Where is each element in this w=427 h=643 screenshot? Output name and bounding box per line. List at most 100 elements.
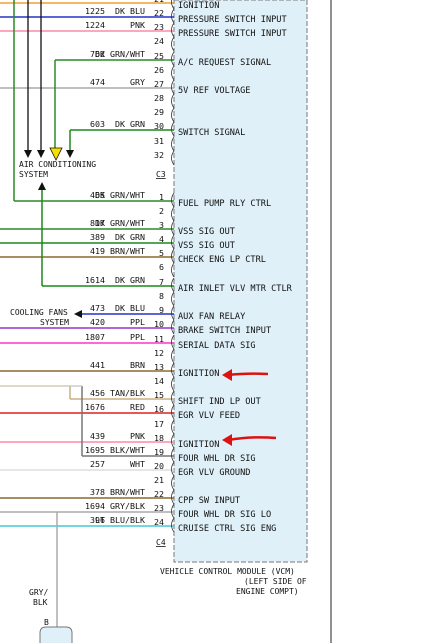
circuit-number: 389 <box>90 232 105 242</box>
ground-connector-body <box>39 626 73 643</box>
pin-label: EGR VLV GROUND <box>178 468 250 478</box>
wire-color: DK GRN <box>115 232 145 242</box>
circuit-number: 465 <box>90 190 105 200</box>
circuit-number: 396 <box>90 515 105 525</box>
pin-label: PRESSURE SWITCH INPUT <box>178 15 287 25</box>
circuit-number: 1695 <box>85 445 105 455</box>
wire-color: BLK/WHT <box>110 445 145 455</box>
circuit-number: 1676 <box>85 402 105 412</box>
wire-color: TAN/BLK <box>110 388 145 398</box>
pin-bracket <box>171 65 175 81</box>
pin-bracket <box>171 192 175 208</box>
wire-color: GRY <box>130 77 145 87</box>
annotation-arrowhead-2 <box>222 434 232 446</box>
circuit-number: 1224 <box>85 20 105 30</box>
pin-bracket <box>171 291 175 307</box>
cooling-fans-label-line1: COOLING FANS <box>10 308 68 317</box>
circuit-number: 441 <box>90 360 105 370</box>
pin-bracket <box>171 121 175 137</box>
pin-label: AIR INLET VLV MTR CTLR <box>178 284 293 294</box>
pin-bracket <box>171 305 175 321</box>
pin-label: VSS SIG OUT <box>178 227 235 237</box>
wire-color: DK BLU <box>115 6 145 16</box>
pin-number: 2 <box>159 206 164 216</box>
pin-bracket <box>171 334 175 350</box>
pin-number: 6 <box>159 262 164 272</box>
circuit-number: 420 <box>90 317 105 327</box>
pin-bracket <box>171 136 175 152</box>
pin-bracket <box>171 107 175 123</box>
annotation-arrow-ignition-1 <box>227 372 269 377</box>
pin-number: 31 <box>154 136 164 146</box>
pin-bracket <box>171 22 175 38</box>
circuit-number: 257 <box>90 459 105 469</box>
wire-color: RED <box>130 402 145 412</box>
circuit-number: 474 <box>90 77 105 87</box>
circuit-number: 603 <box>90 119 105 129</box>
vcm-module-box <box>173 0 308 563</box>
pin-bracket <box>171 447 175 463</box>
pin-bracket <box>171 248 175 264</box>
pin-label: EGR VLV FEED <box>178 411 240 421</box>
pin-number: 21 <box>154 475 164 485</box>
pin-number: 24 <box>154 36 164 46</box>
pin-number: 4 <box>159 234 164 244</box>
pin-number: 28 <box>154 93 164 103</box>
wires-layer <box>0 0 277 632</box>
pin-bracket <box>171 475 175 491</box>
pin-number: 29 <box>154 107 164 117</box>
cooling-fans-arrow <box>74 310 82 318</box>
pin-number: 7 <box>159 277 164 287</box>
pin-number: 27 <box>154 79 164 89</box>
pin-label: SWITCH SIGNAL <box>178 128 245 138</box>
circuit-number: 817 <box>90 218 105 228</box>
pin-label: CHECK ENG LP CTRL <box>178 255 266 265</box>
pin-label: VSS SIG OUT <box>178 241 235 251</box>
pin-bracket <box>171 51 175 67</box>
wire-color: PNK <box>130 20 145 30</box>
wire-color: BRN/WHT <box>110 487 145 497</box>
pin-number: 30 <box>154 121 164 131</box>
pin-bracket <box>171 8 175 24</box>
pin-label: CRUISE CTRL SIG ENG <box>178 524 276 534</box>
pin-label: BRAKE SWITCH INPUT <box>178 326 271 336</box>
wire-color: PPL <box>130 332 145 342</box>
vcm-caption-line1: VEHICLE CONTROL MODULE (VCM) <box>160 567 295 576</box>
circuit-number: 1807 <box>85 332 105 342</box>
pin-label: AUX FAN RELAY <box>178 312 246 322</box>
pin-number: 3 <box>159 220 164 230</box>
cooling-fans-label-line2: SYSTEM <box>40 318 69 327</box>
ac-arrow-highlight <box>49 147 63 161</box>
pin-number: 24 <box>154 517 164 527</box>
pin-bracket <box>171 0 175 10</box>
wire-color: ORG <box>130 0 145 2</box>
pin-number: 8 <box>159 291 164 301</box>
wire-color: DK BLU <box>115 303 145 313</box>
circuit-number: 419 <box>90 246 105 256</box>
pin-bracket <box>171 503 175 519</box>
pin-number: 1 <box>159 192 164 202</box>
pin-number: 16 <box>154 404 164 414</box>
wire-color: DK GRN/WHT <box>95 49 145 59</box>
wire-color: DK GRN/WHT <box>95 190 145 200</box>
circuit-number: 1614 <box>85 275 105 285</box>
pin-number: 19 <box>154 447 164 457</box>
pin-number: 17 <box>154 419 164 429</box>
ac-arrow-2 <box>37 150 45 158</box>
circuit-number: 473 <box>90 303 105 313</box>
pin-label: IGNITION <box>178 369 219 379</box>
pin-number: 23 <box>154 503 164 513</box>
pin-number: 22 <box>154 489 164 499</box>
circuit-number: 439 <box>90 431 105 441</box>
pin-label: A/C REQUEST SIGNAL <box>178 58 271 68</box>
pin-label: IGNITION <box>178 440 219 450</box>
pin-bracket <box>171 348 175 364</box>
ac-arrow-4 <box>66 150 74 158</box>
ground-pin-label: B <box>44 618 49 627</box>
wire-color: GRY/BLK <box>110 501 145 511</box>
pin-bracket <box>171 433 175 449</box>
annotation-arrow-ignition-2 <box>227 436 277 442</box>
pin-bracket <box>171 220 175 236</box>
pin-bracket <box>171 489 175 505</box>
